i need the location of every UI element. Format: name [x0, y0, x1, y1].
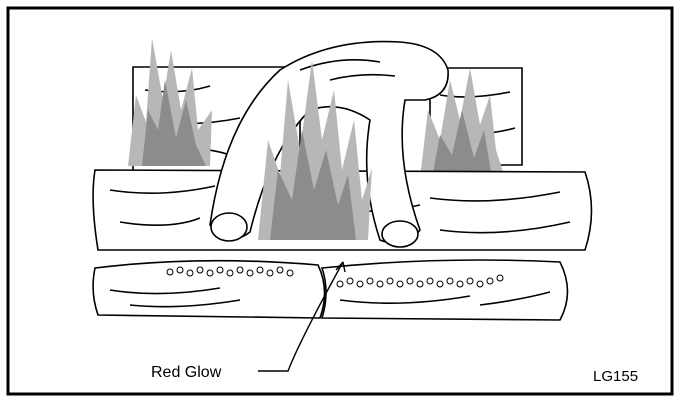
- figure-id-label: LG155: [593, 368, 638, 386]
- red-glow-label: Red Glow: [151, 364, 221, 382]
- front-log-left: [93, 261, 324, 318]
- front-log-right: [322, 260, 568, 320]
